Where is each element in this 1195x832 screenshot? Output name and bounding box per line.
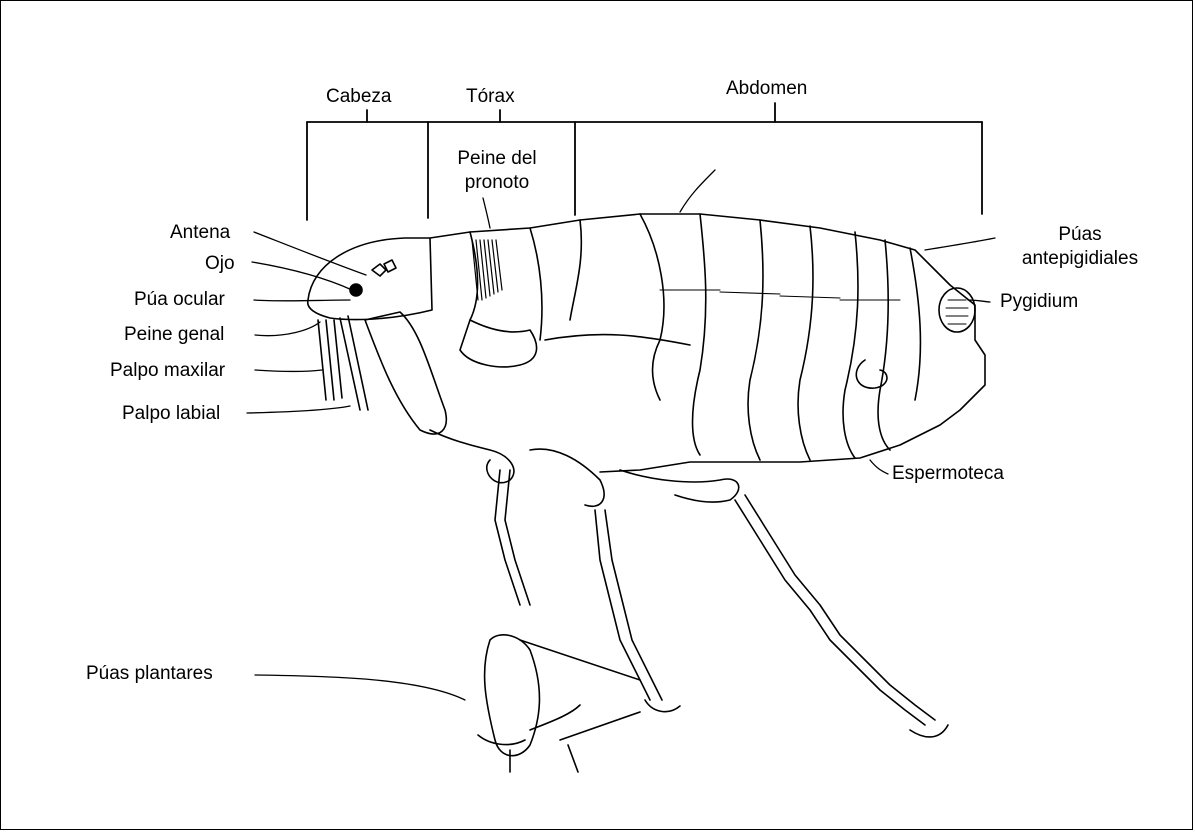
label-torax: Tórax xyxy=(466,86,515,108)
label-pygidium: Pygidium xyxy=(1000,291,1078,313)
label-espermoteca: Espermoteca xyxy=(892,463,1004,485)
label-peine-pronoto-line1: Peine del xyxy=(440,148,554,170)
label-peine-genal: Peine genal xyxy=(124,324,224,346)
label-palpo-maxilar: Palpo maxilar xyxy=(110,360,225,382)
mouthparts xyxy=(318,316,368,410)
label-abdomen: Abdomen xyxy=(726,78,807,100)
label-peine-pronoto-line2: pronoto xyxy=(440,172,554,194)
flea-body xyxy=(308,214,985,472)
legs xyxy=(430,430,948,737)
label-palpo-labial: Palpo labial xyxy=(122,403,220,425)
label-puas-plantares: Púas plantares xyxy=(86,663,213,685)
label-puas-antepigidiales-line2: antepigidiales xyxy=(1000,248,1160,270)
region-brackets xyxy=(307,103,982,220)
label-cabeza: Cabeza xyxy=(326,86,392,108)
label-pua-ocular: Púa ocular xyxy=(134,289,225,311)
label-antena: Antena xyxy=(170,222,230,244)
label-ojo: Ojo xyxy=(205,253,235,275)
leader-lines xyxy=(247,170,995,700)
front-coxa xyxy=(365,312,446,434)
tarsus-inset xyxy=(478,635,640,772)
label-puas-antepigidiales-line1: Púas xyxy=(1000,224,1160,246)
